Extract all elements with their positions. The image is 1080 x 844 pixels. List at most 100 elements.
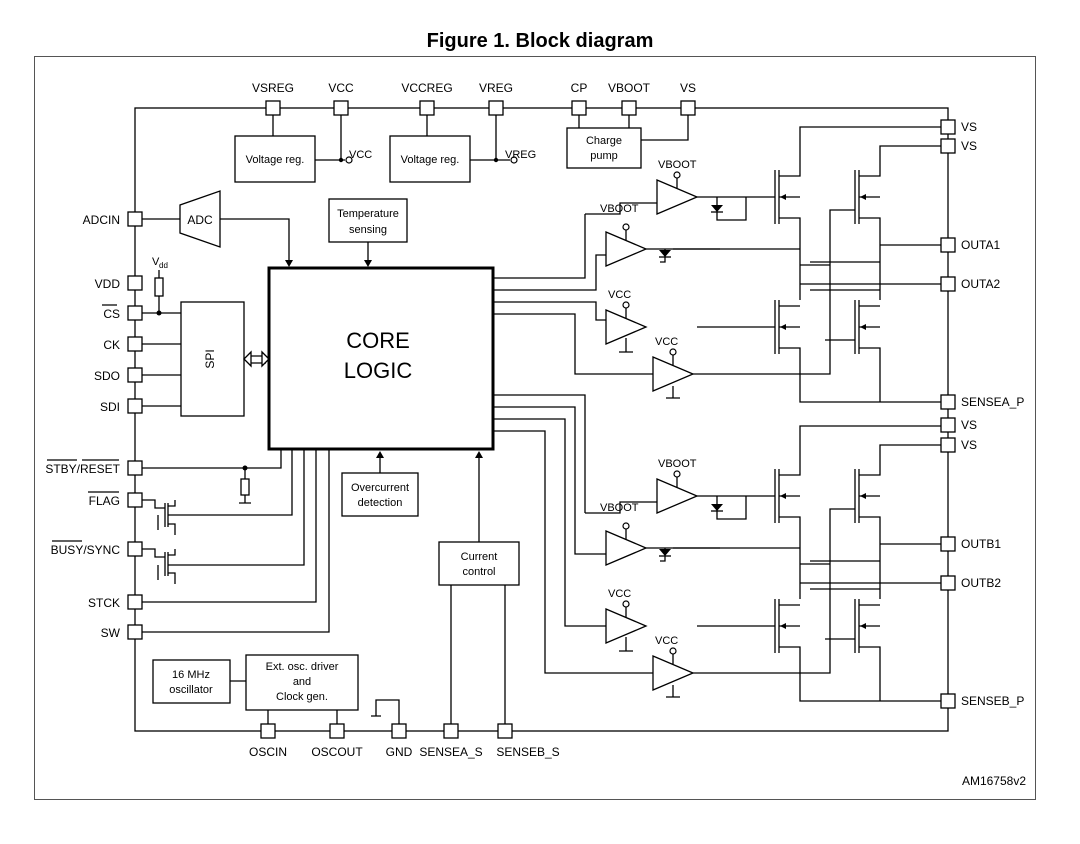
pin-vdd bbox=[127, 275, 143, 291]
charge-pump bbox=[566, 127, 642, 169]
pullup-resistor bbox=[154, 277, 164, 297]
charge-pump-label-1: Charge bbox=[586, 135, 622, 147]
pin-sdi bbox=[127, 398, 143, 414]
pin-cp bbox=[571, 100, 587, 116]
pin-ck bbox=[127, 336, 143, 352]
pin-label-sensea-s: SENSEA_S bbox=[419, 745, 482, 759]
pin-vreg bbox=[488, 100, 504, 116]
overcurrent-label-2: detection bbox=[358, 497, 403, 509]
pin-label-cp: CP bbox=[571, 81, 588, 95]
ext-osc-label-2: and bbox=[293, 676, 311, 688]
pin-oscout bbox=[329, 723, 345, 739]
pin-senseb-s bbox=[497, 723, 513, 739]
vcc-out-label: VCC bbox=[349, 149, 372, 161]
regulator-section: Voltage reg. Voltage reg. VCC VREG Charg… bbox=[234, 115, 689, 183]
spi-section: SPI bbox=[142, 301, 270, 417]
core-label-2: LOGIC bbox=[344, 358, 413, 383]
pin-label-vboot: VBOOT bbox=[608, 81, 651, 95]
pin-label-gnd: GND bbox=[386, 745, 413, 759]
pin-flag bbox=[127, 492, 143, 508]
pin-vboot bbox=[621, 100, 637, 116]
pin-vsreg bbox=[265, 100, 281, 116]
oscillator-section: 16 MHz oscillator Ext. osc. driver and C… bbox=[152, 654, 400, 724]
left-pins: ADCIN VDD CS CK SDO SDI STBY/RESET FLAG … bbox=[45, 211, 143, 640]
top-pins: VSREG VCC VCCREG VREG CP VBOOT VS bbox=[252, 81, 696, 116]
pin-label-outb2: OUTB2 bbox=[961, 576, 1001, 590]
voltage-reg-1-label: Voltage reg. bbox=[246, 154, 305, 166]
vcc-label-b2: VCC bbox=[655, 635, 678, 647]
pin-label-outb1: OUTB1 bbox=[961, 537, 1001, 551]
pin-vs-a2 bbox=[940, 138, 956, 154]
ext-osc-label-1: Ext. osc. driver bbox=[266, 661, 339, 673]
voltage-reg-1 bbox=[234, 135, 316, 183]
temperature-label-2: sensing bbox=[349, 224, 387, 236]
oscillator-label-2: oscillator bbox=[169, 684, 213, 696]
current-control-block bbox=[438, 541, 520, 586]
current-control-label-1: Current bbox=[461, 551, 498, 563]
pin-label-vs-a1: VS bbox=[961, 120, 977, 134]
pin-vs-b1 bbox=[940, 417, 956, 433]
pin-label-busy-sync: BUSY/SYNC bbox=[51, 543, 121, 557]
h-bridge-b bbox=[584, 425, 942, 702]
pin-label-flag: FLAG bbox=[89, 494, 120, 508]
pin-label-sw: SW bbox=[101, 626, 121, 640]
busy-transistor bbox=[142, 548, 176, 584]
vboot-label-a2: VBOOT bbox=[600, 203, 639, 215]
pin-sw bbox=[127, 624, 143, 640]
pin-label-sdo: SDO bbox=[94, 369, 120, 383]
pin-stck bbox=[127, 594, 143, 610]
oscillator-block bbox=[152, 659, 231, 704]
pin-label-stck: STCK bbox=[88, 596, 120, 610]
pin-oscin bbox=[260, 723, 276, 739]
vdd-section: V dd bbox=[152, 256, 168, 313]
vdd-label: V bbox=[152, 256, 160, 268]
pin-vs-b2 bbox=[940, 437, 956, 453]
vboot-label-b1: VBOOT bbox=[658, 458, 697, 470]
adc-label: ADC bbox=[187, 213, 213, 227]
pin-label-vs-b1: VS bbox=[961, 418, 977, 432]
figure-frame bbox=[34, 56, 1036, 800]
adc-section: ADC bbox=[142, 190, 293, 267]
amp-supply-labels: VBOOT VBOOT VCC VCC VBOOT VBOOT VCC VCC bbox=[600, 159, 697, 647]
pin-label-adcin: ADCIN bbox=[83, 213, 120, 227]
pin-label-senseb-s: SENSEB_S bbox=[496, 745, 559, 759]
ext-osc-label-3: Clock gen. bbox=[276, 691, 328, 703]
adc-block bbox=[179, 190, 221, 248]
oscillator-label-1: 16 MHz bbox=[172, 669, 210, 681]
pin-label-sensea-p: SENSEA_P bbox=[961, 395, 1024, 409]
figure-title: Figure 1. Block diagram bbox=[426, 30, 654, 52]
flag-transistor bbox=[142, 499, 176, 535]
core-left-wires bbox=[142, 449, 330, 633]
pin-label-cs: CS bbox=[103, 307, 120, 321]
temperature-section: Temperature sensing bbox=[328, 198, 408, 267]
vcc-label-b1: VCC bbox=[608, 588, 631, 600]
pin-vs-a1 bbox=[940, 119, 956, 135]
voltage-reg-2 bbox=[389, 135, 471, 183]
pin-busy-sync bbox=[127, 541, 143, 557]
vcc-label-a1: VCC bbox=[608, 289, 631, 301]
pin-label-vsreg: VSREG bbox=[252, 81, 294, 95]
pin-label-outa1: OUTA1 bbox=[961, 238, 1000, 252]
pin-outb1 bbox=[940, 536, 956, 552]
core-label-1: CORE bbox=[346, 328, 410, 353]
pin-label-vccreg: VCCREG bbox=[401, 81, 452, 95]
vdd-sub-label: dd bbox=[159, 261, 168, 270]
pin-vccreg bbox=[419, 100, 435, 116]
pin-gnd bbox=[391, 723, 407, 739]
voltage-reg-2-label: Voltage reg. bbox=[401, 154, 460, 166]
current-control-section: Current control bbox=[438, 451, 520, 724]
pin-label-vs-b2: VS bbox=[961, 438, 977, 452]
vreg-out-label: VREG bbox=[505, 149, 536, 161]
pin-stby-reset bbox=[127, 460, 143, 476]
pin-label-vcc: VCC bbox=[328, 81, 354, 95]
pin-label-ck: CK bbox=[103, 338, 120, 352]
pin-sensea-p bbox=[940, 394, 956, 410]
pin-label-vdd: VDD bbox=[95, 277, 121, 291]
spi-label: SPI bbox=[203, 349, 217, 368]
vcc-label-a2: VCC bbox=[655, 336, 678, 348]
charge-pump-label-2: pump bbox=[590, 150, 618, 162]
pin-label-stby-reset: STBY/RESET bbox=[45, 462, 120, 476]
pin-vs-top bbox=[680, 100, 696, 116]
pin-cs bbox=[127, 305, 143, 321]
